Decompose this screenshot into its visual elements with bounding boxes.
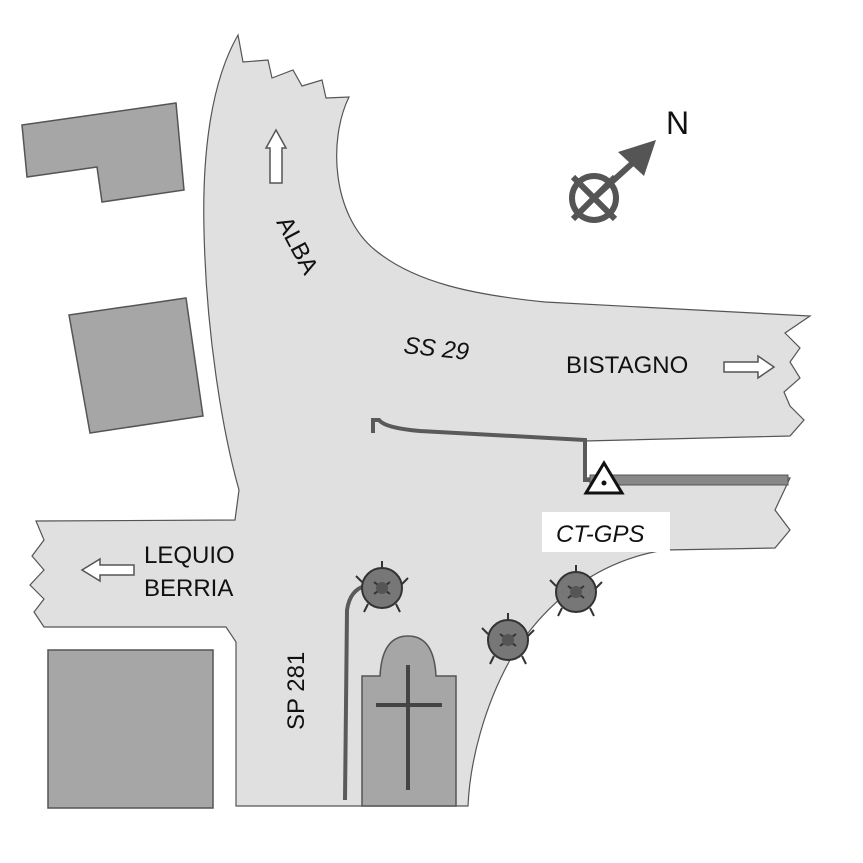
direction-arrow-icon [264, 128, 288, 184]
compass-icon [569, 140, 656, 223]
ctgps-label-box [542, 512, 670, 552]
building-top-left [21, 102, 185, 203]
direction-arrow-icon [80, 557, 135, 583]
building-bottom-left [47, 649, 214, 809]
road-network [29, 33, 812, 807]
survey-triangle-icon [583, 460, 625, 495]
chapel-cross-icon [361, 635, 457, 807]
tree-icon [481, 613, 535, 665]
tree-icon [355, 561, 409, 613]
curb-strip-right [589, 474, 789, 486]
curb-line-main [371, 418, 788, 482]
building-mid-left [68, 297, 204, 434]
tree-icon [549, 565, 603, 617]
place-label-berria: BERRIA [144, 575, 233, 602]
compass-north-label: N [666, 105, 689, 141]
place-label-lequio: LEQUIO [144, 542, 235, 569]
place-label-bistagno: BISTAGNO [566, 352, 688, 379]
direction-arrow-icon [723, 354, 776, 380]
ctgps-label: CT-GPS [556, 521, 644, 548]
road-label-sp281: SP 281 [283, 652, 310, 730]
